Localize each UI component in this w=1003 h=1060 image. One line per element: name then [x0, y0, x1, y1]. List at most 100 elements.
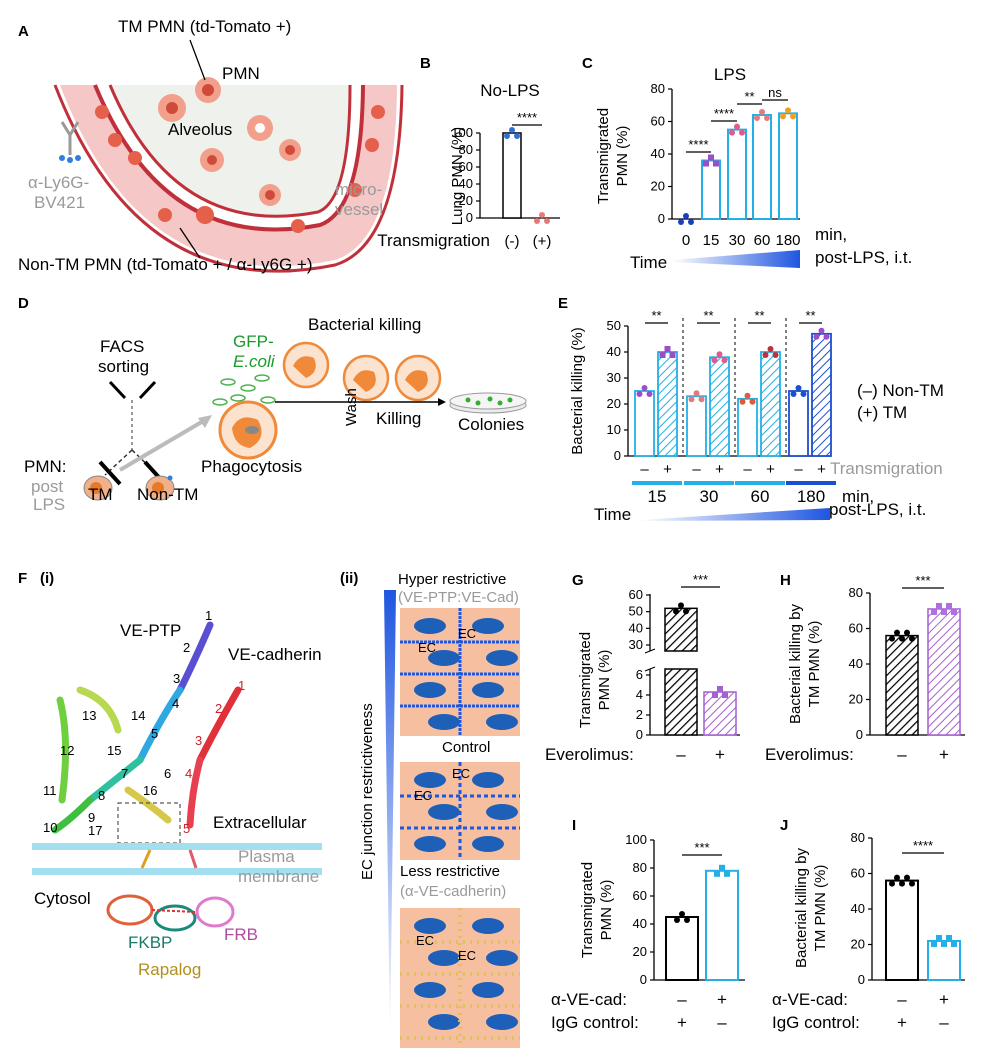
j-row2-label: IgG control: [772, 1013, 860, 1032]
g-dot [683, 608, 689, 615]
e-sign-label: – [640, 461, 649, 478]
ec-nucleus [414, 618, 446, 634]
b-title: No-LPS [480, 81, 540, 100]
svg-text:15: 15 [107, 743, 121, 758]
c-sig-label: **** [714, 106, 734, 121]
svg-text:6: 6 [164, 766, 171, 781]
c-bar [701, 159, 721, 220]
pmn-source-label: PMN: [24, 457, 67, 476]
svg-text:17: 17 [88, 823, 102, 838]
i-row1-sign: + [717, 990, 727, 1009]
control-label: Control [442, 739, 490, 756]
g-bar [703, 691, 737, 736]
i-dot [674, 917, 680, 923]
c-x-tick-label: 30 [729, 232, 746, 249]
e-sign-label: + [715, 461, 724, 478]
g-y-tick-label: 60 [629, 587, 643, 602]
ec-nucleus [472, 982, 504, 998]
ec-nucleus [472, 618, 504, 634]
panel-letter-j: J [780, 817, 788, 834]
e-dot [664, 346, 671, 352]
b-y-tick-label: 0 [466, 210, 473, 225]
g-sig-label: *** [693, 572, 708, 587]
c-dot [764, 115, 770, 121]
i-dot [684, 917, 690, 923]
tm-pointer-line [189, 39, 206, 81]
j-row2-sign: – [939, 1013, 949, 1032]
ec-nucleus [486, 1014, 518, 1030]
svg-text:2: 2 [183, 640, 190, 655]
svg-text:3: 3 [173, 671, 180, 686]
e-sig-label: ** [651, 308, 661, 323]
ec-nucleus [428, 650, 460, 666]
c-sig-label: ns [768, 85, 782, 100]
ec-nucleus [472, 836, 504, 852]
b-y-tick-label: 20 [459, 193, 473, 208]
petri-dish-icon [449, 392, 527, 414]
ec-nucleus [428, 950, 460, 966]
c-dot [790, 113, 796, 120]
c-dot [734, 123, 740, 130]
c-unit-line1: min, [815, 225, 847, 244]
i-y-label: PMN (%) [598, 880, 615, 941]
e-dot [646, 391, 653, 397]
e-group-bar [684, 481, 734, 485]
e-legend-minus: (–) Non-TM [857, 381, 944, 400]
c-y-label: Transmigrated [595, 108, 612, 204]
svg-text:5: 5 [183, 821, 190, 836]
panel-d: D FACS sorting GFP- E.coli [18, 295, 527, 514]
panel-letter-f: F [18, 570, 27, 587]
e-dot [636, 391, 643, 397]
j-dot [941, 940, 947, 947]
restrictiveness-gradient-bar [384, 590, 396, 1040]
i-dot [679, 911, 685, 917]
e-bar [788, 390, 809, 457]
h-y-label: TM PMN (%) [806, 621, 823, 708]
e-dot [693, 390, 700, 397]
panel-letter-h: H [780, 572, 791, 589]
gfp-label-line2: E.coli [233, 352, 276, 371]
svg-text:10: 10 [43, 820, 57, 835]
c-x-label: Time [630, 253, 667, 272]
e-sign-label: + [817, 461, 826, 478]
less-label-line1: Less restrictive [400, 863, 500, 880]
g-y-tick-label: 6 [636, 667, 643, 682]
j-y-tick-label: 60 [851, 866, 865, 881]
c-title: LPS [714, 65, 746, 84]
g-y-tick-label: 4 [636, 687, 643, 702]
e-bar [634, 390, 655, 457]
fkbp-label: FKBP [128, 933, 172, 952]
tm-label: TM [88, 485, 113, 504]
b-dot [544, 218, 550, 224]
h-dot [941, 608, 947, 615]
i-bar [705, 869, 739, 981]
panel-letter-b: B [420, 55, 431, 72]
e-sign-label: – [692, 461, 701, 478]
e-y-label: Bacterial killing (%) [569, 327, 586, 455]
ec-label: EC [458, 626, 476, 641]
ec-label: EC [458, 948, 476, 963]
e-dot [698, 396, 705, 403]
c-dot [759, 109, 765, 115]
i-row1-label: α-VE-cad: [551, 990, 627, 1009]
e-dot [739, 398, 746, 405]
h-dot [909, 635, 915, 642]
panel-letter-a: A [18, 23, 29, 40]
ec-nucleus [472, 772, 504, 788]
j-dot [936, 934, 942, 941]
e-unit-line2: post-LPS, i.t. [829, 500, 926, 519]
e-dot [800, 391, 807, 397]
g-dot [712, 692, 718, 698]
j-row1-sign: – [897, 990, 907, 1009]
b-bar [502, 132, 522, 219]
b-dot [504, 133, 510, 139]
c-bar [778, 112, 798, 220]
h-dot [899, 635, 905, 642]
vessel-outer-wall [53, 84, 404, 273]
